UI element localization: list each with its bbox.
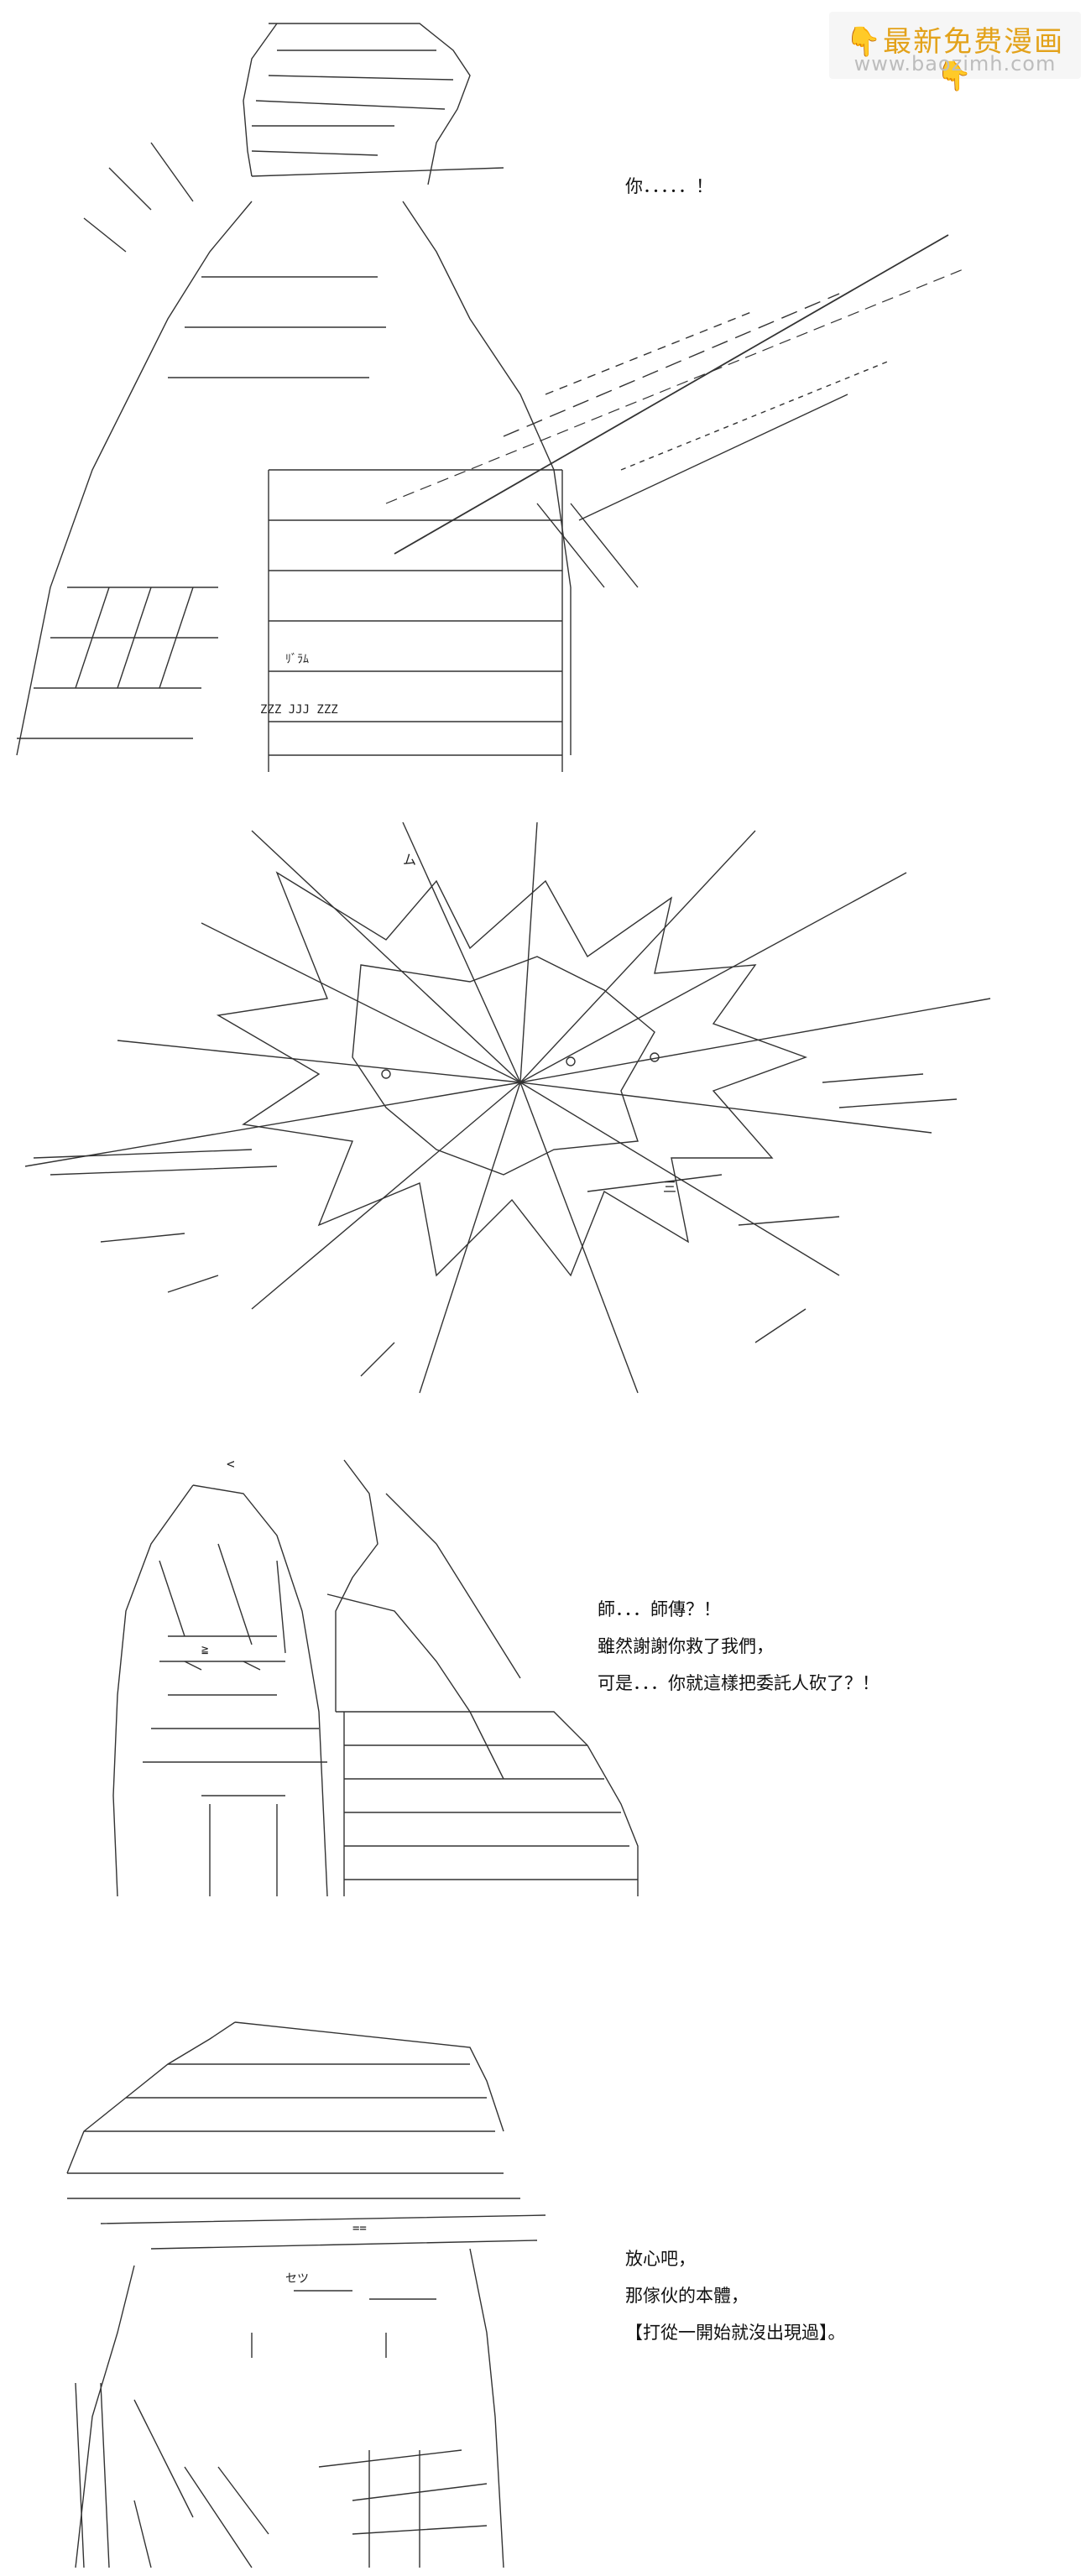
watermark-url: www.baozimh.com [853, 52, 1057, 76]
panel-3: < ≧ 師．．．師傳？！ 雖然謝謝你救了我們， 可是．．．你就這樣把委託人砍了？… [0, 1443, 1091, 1955]
dialog-line: 【打從一開始就沒出現過】。 [625, 2323, 846, 2343]
panel-4: セツ == 放心吧， 那傢伙的本體， 【打從一開始就沒出現過】。 [0, 1980, 1091, 2576]
dialog-line: 那傢伙的本體， [625, 2286, 749, 2306]
panel-3-ascii-art: < ≧ [112, 1456, 639, 1897]
panel-4-glyph-a: セツ [285, 2272, 309, 2286]
panel-2-glyph-b: 三 [663, 1179, 676, 1195]
panel-1-glyph-a: ZZZ JJJ ZZZ [260, 703, 338, 717]
panel-4-glyph-b: == [352, 2222, 367, 2235]
panel-4-dialog: 放心吧， 那傢伙的本體， 【打從一開始就沒出現過】。 [625, 2240, 846, 2351]
panel-2: ム 三 [0, 806, 1091, 1410]
panel-1-ascii-art: ZZZ JJJ ZZZ ﾘﾞﾗﾑ [16, 23, 966, 772]
panel-1: ZZZ JJJ ZZZ ﾘﾞﾗﾑ 你．．．．．！ [0, 0, 1091, 789]
dialog-line: 師．．．師傳？！ [598, 1599, 721, 1619]
panel-1-glyph-b: ﾘﾞﾗﾑ [285, 653, 309, 666]
dialog-line: 你．．．．．！ [625, 176, 713, 196]
dialog-line: 放心吧， [625, 2249, 696, 2269]
panel-3-dialog: 師．．．師傳？！ 雖然謝謝你救了我們， 可是．．．你就這樣把委託人砍了？！ [598, 1591, 880, 1702]
panel-1-dialog: 你．．．．．！ [625, 168, 713, 205]
panel-3-glyph-a: < [227, 1456, 235, 1472]
dialog-line: 可是．．．你就這樣把委託人砍了？！ [598, 1673, 880, 1693]
dialog-line: 雖然謝謝你救了我們， [598, 1636, 774, 1656]
panel-3-glyph-b: ≧ [201, 1643, 208, 1656]
site-watermark: 👇最新免费漫画👇 www.baozimh.com [829, 12, 1081, 93]
panel-2-ascii-art: ム 三 [24, 821, 991, 1394]
panel-2-glyph-a: ム [403, 852, 416, 868]
panel-4-ascii-art: セツ == [66, 2021, 546, 2568]
watermark-title: 👇最新免费漫画👇 [845, 25, 1065, 93]
